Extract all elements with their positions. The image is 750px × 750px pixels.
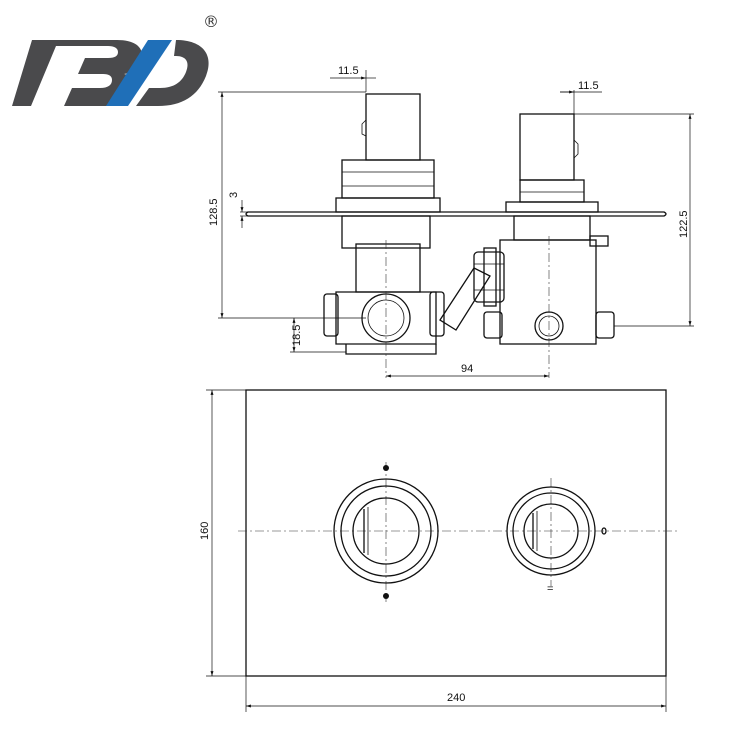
front-view: = 160 240	[199, 389, 680, 712]
right-knob-mark: =	[547, 583, 553, 595]
dim-top-offset-left: 11.5	[338, 65, 359, 77]
right-handle-base	[519, 179, 585, 203]
dim-height-right: 122.5	[678, 210, 690, 238]
left-handle	[365, 93, 421, 161]
left-handle-base	[341, 159, 435, 199]
dim-plate-width: 240	[447, 692, 465, 704]
right-knob: =	[506, 486, 607, 595]
dim-height-left: 128.5	[208, 198, 220, 226]
connector-pipe	[439, 267, 491, 331]
front-plate	[245, 389, 667, 677]
registered-mark: ®	[203, 12, 219, 31]
left-knob	[333, 465, 439, 599]
logo-letter-d	[136, 40, 209, 106]
brand-logo: ®	[12, 12, 219, 106]
dim-top-offset-right: 11.5	[578, 80, 599, 92]
left-knob-top-dot	[383, 465, 389, 471]
dim-plate-height: 160	[199, 522, 211, 540]
right-knob-side-mark	[601, 527, 607, 535]
logo-letter-b	[12, 40, 143, 106]
logo-letter-s	[106, 40, 172, 106]
right-valve-body	[513, 215, 591, 241]
dim-bottom-offset: 18.5	[291, 325, 303, 346]
left-knob-bottom-dot	[383, 593, 389, 599]
dim-center-distance: 94	[461, 363, 473, 375]
wall-plate	[245, 211, 667, 217]
left-outlet-circle	[361, 293, 411, 343]
side-view: 11.5 11.5 128.5 3 122.5 18.5 94	[208, 65, 694, 378]
dim-plate-thickness: 3	[228, 192, 240, 198]
right-handle	[519, 113, 575, 181]
